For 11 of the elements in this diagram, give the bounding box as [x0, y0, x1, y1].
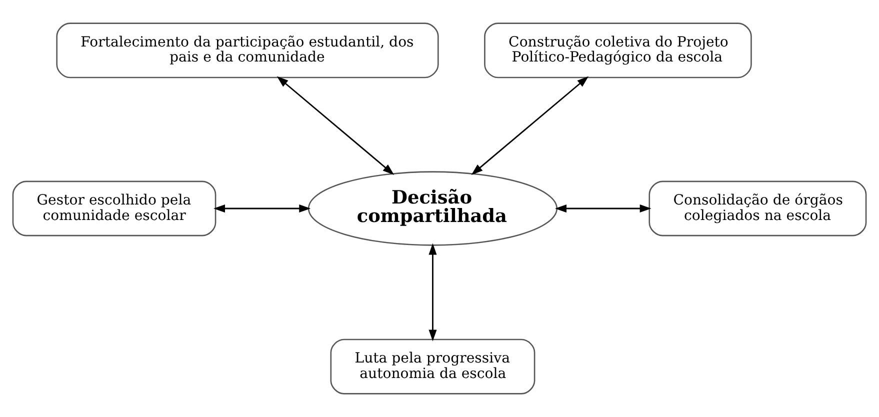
- node-box: Luta pela progressiva autonomia da escola: [330, 338, 536, 394]
- node-ellipse: Decisão compartilhada: [308, 171, 558, 246]
- node-box: Consolidação de órgãos colegiados na escola: [648, 180, 867, 236]
- arrow: [428, 243, 437, 342]
- node-box: Gestor escolhido pela comunidade escolar: [12, 180, 216, 236]
- arrow: [555, 204, 652, 213]
- node-box: Construção coletiva do Projeto Político-Pedagógico da escola: [484, 22, 752, 78]
- arrow: [276, 76, 394, 175]
- arrow: [471, 76, 589, 175]
- node-box: Fortalecimento da participação estudantil, dos pais e da comunidade: [56, 22, 439, 78]
- arrow: [214, 204, 311, 213]
